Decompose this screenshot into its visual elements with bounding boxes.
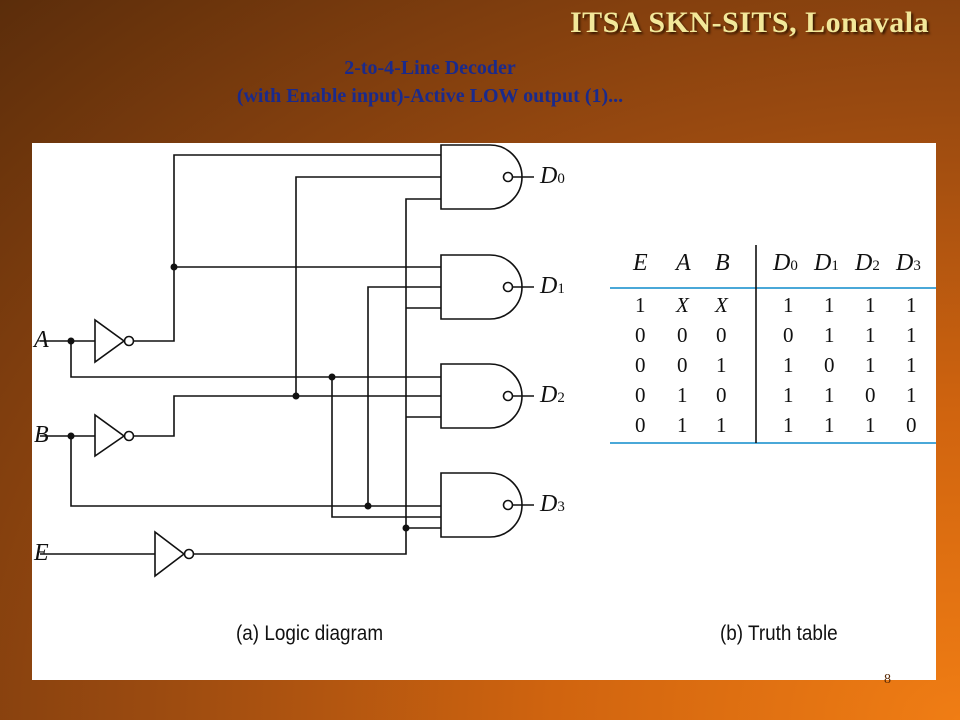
tt-header-d1: D1 [814, 250, 839, 276]
caption-truth-table: (b) Truth table [720, 622, 838, 645]
input-label-a: A [34, 327, 49, 353]
tt-header-d0: D0 [773, 250, 798, 276]
tt-cell: 1 [865, 353, 876, 377]
title-line-1: 2-to-4-Line Decoder [344, 57, 516, 79]
inverter-a [94, 318, 126, 364]
tt-cell: 1 [824, 293, 835, 317]
tt-cell: 1 [783, 383, 794, 407]
tt-cell: 0 [824, 353, 835, 377]
output-label-d0: D0 [540, 163, 565, 189]
tt-cell: 1 [677, 383, 688, 407]
title-line-2: (with Enable input)-Active LOW output (1… [236, 85, 624, 107]
tt-cell: 0 [635, 353, 646, 377]
tt-cell: 1 [906, 353, 917, 377]
tt-cell: 1 [677, 413, 688, 437]
tt-cell: X [715, 293, 728, 317]
output-label-d1: D1 [540, 273, 565, 299]
tt-cell: 0 [635, 383, 646, 407]
output-label-d2: D2 [540, 382, 565, 408]
inverter-e [154, 530, 186, 578]
slide-title: 2-to-4-Line Decoder (with Enable input)-… [0, 54, 860, 110]
nand-gate-d1 [440, 254, 523, 320]
tt-cell: 1 [824, 383, 835, 407]
tt-cell: 1 [783, 413, 794, 437]
tt-header-e: E [633, 250, 648, 276]
tt-header-d3: D3 [896, 250, 921, 276]
logic-diagram [40, 144, 936, 578]
page-number: 8 [884, 672, 891, 687]
tt-cell: 1 [783, 293, 794, 317]
tt-cell: 1 [865, 413, 876, 437]
tt-cell: 1 [906, 383, 917, 407]
tt-cell: 1 [824, 413, 835, 437]
tt-cell: 0 [635, 323, 646, 347]
tt-cell: 0 [635, 413, 646, 437]
tt-cell: 0 [677, 353, 688, 377]
tt-header-a: A [676, 250, 691, 276]
caption-logic-diagram: (a) Logic diagram [236, 622, 384, 645]
tt-header-b: B [715, 250, 730, 276]
tt-cell: 1 [635, 293, 646, 317]
tt-cell: 1 [865, 323, 876, 347]
tt-cell: 0 [906, 413, 917, 437]
nand-gate-d2 [440, 363, 523, 429]
figure-panel: A B E D0 D1 D2 D3 E A B D0 D1 D2 D3 1 X … [32, 143, 936, 680]
institute-name: ITSA SKN-SITS, Lonavala [570, 6, 930, 39]
tt-cell: 1 [906, 293, 917, 317]
tt-cell: 0 [783, 323, 794, 347]
input-label-e: E [34, 540, 49, 566]
tt-cell: 1 [906, 323, 917, 347]
tt-cell: 0 [716, 323, 727, 347]
tt-cell: 0 [865, 383, 876, 407]
tt-cell: 1 [865, 293, 876, 317]
tt-cell: 1 [716, 413, 727, 437]
tt-cell: 0 [716, 383, 727, 407]
input-label-b: B [34, 422, 49, 448]
output-label-d3: D3 [540, 491, 565, 517]
tt-cell: 1 [783, 353, 794, 377]
inverter-b [94, 413, 126, 458]
tt-header-d2: D2 [855, 250, 880, 276]
tt-cell: X [676, 293, 689, 317]
nand-gate-d0 [440, 144, 523, 210]
nand-gate-d3 [440, 472, 523, 538]
tt-cell: 1 [716, 353, 727, 377]
tt-cell: 0 [677, 323, 688, 347]
tt-cell: 1 [824, 323, 835, 347]
